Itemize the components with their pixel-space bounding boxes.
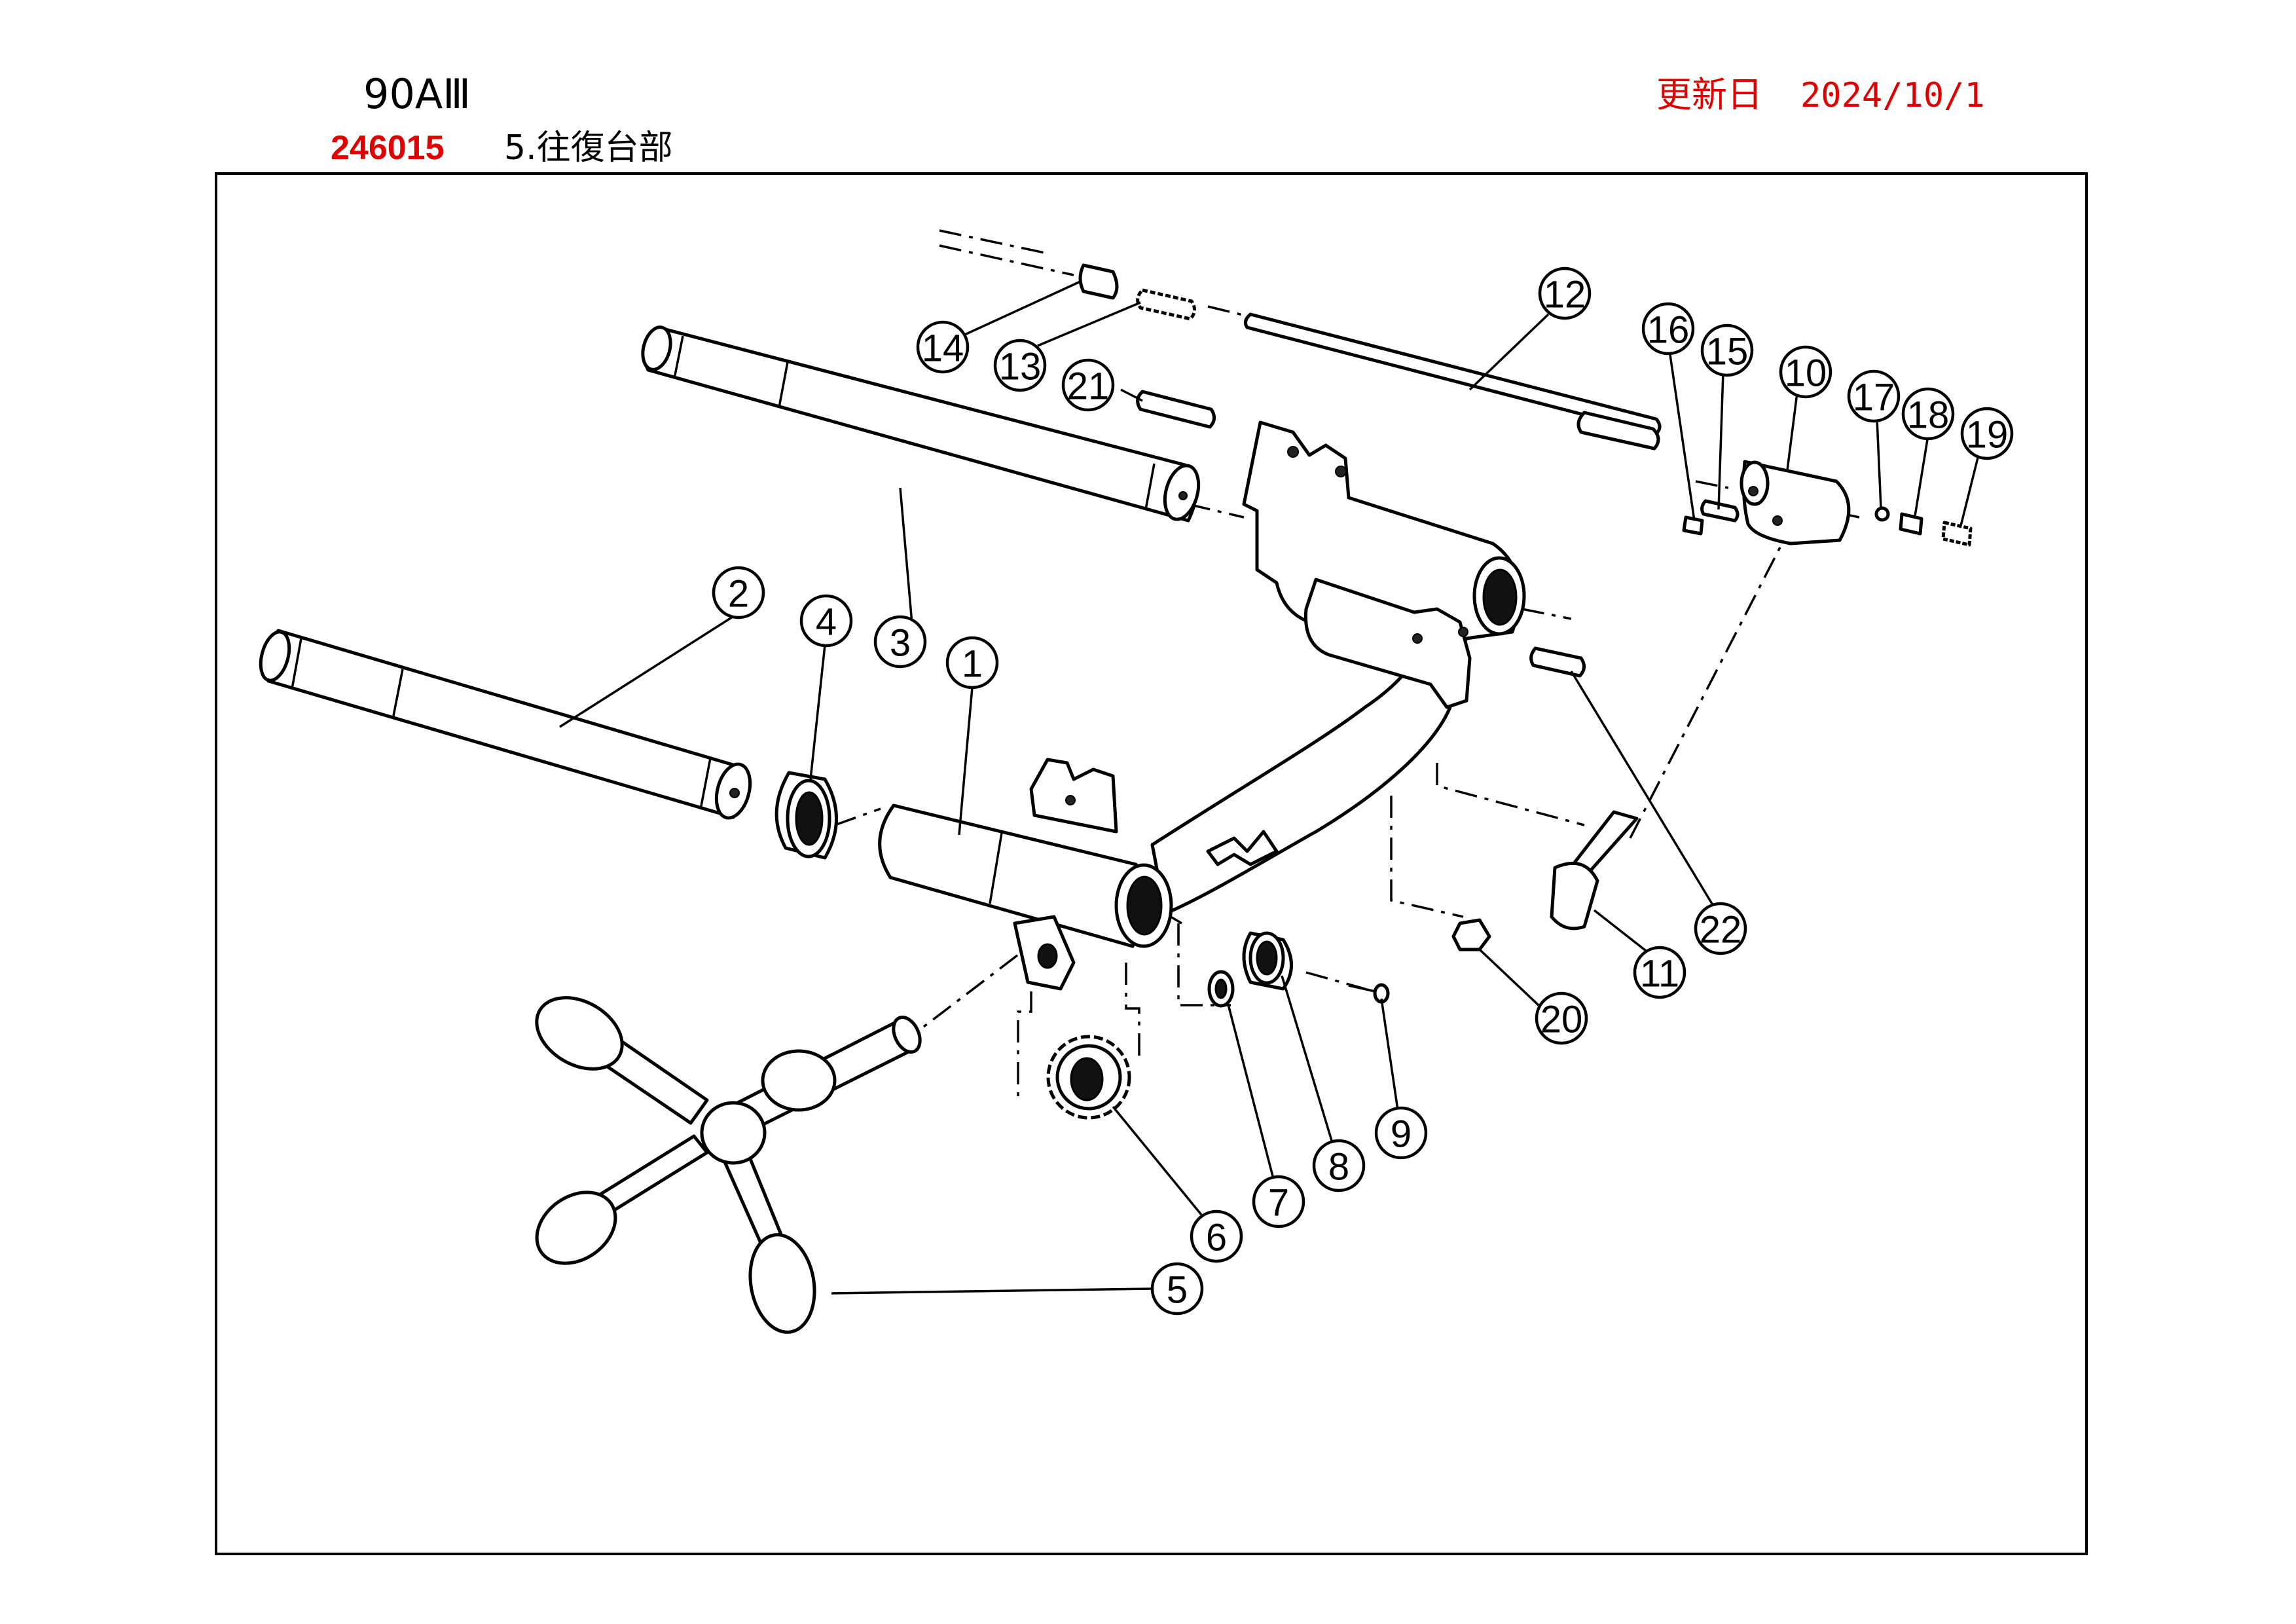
collar: [1242, 931, 1293, 991]
callout-10: 10: [1779, 345, 1832, 399]
svg-text:18: 18: [1907, 394, 1950, 437]
nut-16: [1682, 515, 1704, 536]
rod-end-12: [1576, 411, 1660, 451]
svg-text:21: 21: [1067, 365, 1110, 408]
callout-20: 20: [1535, 991, 1588, 1045]
section-title: 5.往復台部: [504, 128, 673, 168]
callout-7: 7: [1252, 1175, 1305, 1228]
leader-lines: [559, 280, 1980, 1295]
callout-13: 13: [993, 339, 1047, 392]
callout-11: 11: [1633, 946, 1686, 999]
updated-label: 更新日: [1656, 74, 1762, 115]
callout-19: 19: [1960, 407, 2014, 460]
callout-22: 22: [1694, 902, 1747, 955]
callout-8: 8: [1312, 1139, 1366, 1192]
pin-22: [1529, 646, 1586, 678]
gear: [1046, 1035, 1131, 1120]
ball-17: [1874, 506, 1890, 522]
callout-4: 4: [799, 594, 853, 648]
svg-text:11: 11: [1640, 953, 1679, 995]
star-handle: [535, 996, 922, 1334]
svg-text:1: 1: [962, 643, 983, 686]
callout-12: 12: [1538, 267, 1592, 320]
callout-6: 6: [1190, 1209, 1243, 1263]
part-code: 246015: [331, 129, 445, 167]
callout-17: 17: [1847, 369, 1901, 423]
callout-3: 3: [873, 615, 927, 669]
diagram-frame: [215, 172, 2088, 1555]
svg-text:5: 5: [1167, 1269, 1188, 1312]
svg-text:2: 2: [728, 573, 749, 616]
screw-19: [1941, 521, 1973, 547]
updated-date: 2024/10/1: [1800, 76, 1985, 115]
lever-11: [1550, 810, 1639, 931]
svg-text:14: 14: [922, 327, 964, 370]
callout-14: 14: [916, 320, 970, 374]
svg-text:19: 19: [1966, 414, 2009, 456]
washer: [1207, 970, 1235, 1008]
svg-text:13: 13: [999, 346, 1042, 388]
callout-9: 9: [1374, 1106, 1428, 1160]
svg-text:12: 12: [1544, 274, 1586, 316]
svg-text:15: 15: [1706, 331, 1749, 373]
svg-text:10: 10: [1785, 352, 1827, 395]
shaft-upper: [641, 325, 1201, 523]
svg-text:20: 20: [1540, 999, 1583, 1041]
pin-21: [1136, 390, 1216, 429]
svg-text:16: 16: [1647, 309, 1690, 352]
bushing: [774, 771, 838, 860]
callout-15: 15: [1700, 323, 1754, 377]
svg-text:8: 8: [1328, 1146, 1349, 1189]
callout-2: 2: [712, 566, 765, 619]
svg-text:22: 22: [1700, 909, 1742, 951]
svg-text:17: 17: [1853, 377, 1895, 419]
cap-14: [939, 244, 1119, 300]
block-10: [1740, 460, 1851, 545]
model-name: 90AⅢ: [363, 70, 471, 118]
screw-15: [1700, 499, 1740, 523]
callout-21: 21: [1061, 358, 1115, 412]
callout-18: 18: [1901, 387, 1955, 441]
svg-text:6: 6: [1206, 1217, 1227, 1259]
svg-text:3: 3: [890, 622, 911, 665]
screw-13: [1136, 288, 1196, 321]
svg-text:7: 7: [1268, 1182, 1289, 1225]
callout-1: 1: [945, 636, 999, 690]
shaft-lower: [259, 629, 752, 820]
callout-16: 16: [1641, 302, 1695, 356]
svg-text:9: 9: [1391, 1113, 1412, 1156]
spring-18: [1899, 512, 1923, 536]
callout-5: 5: [1150, 1262, 1204, 1316]
carriage-frame: [878, 420, 1526, 991]
svg-text:4: 4: [816, 601, 837, 644]
nut-20: [1451, 918, 1491, 951]
